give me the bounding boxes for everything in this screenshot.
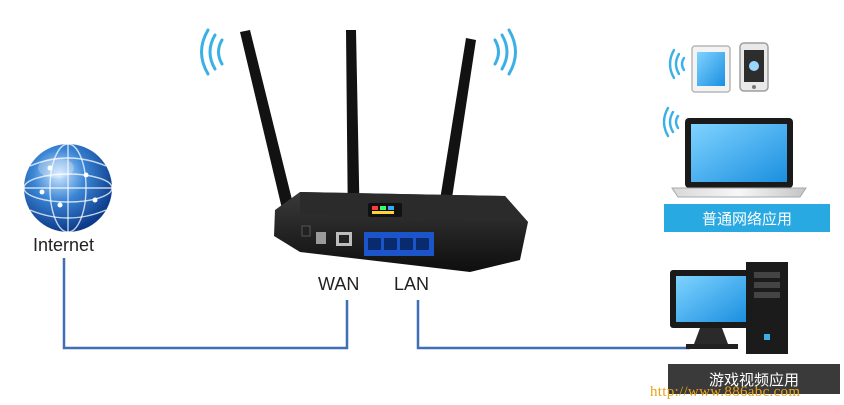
- wifi-signal-icon: [662, 106, 680, 138]
- wan-label: WAN: [318, 274, 360, 294]
- globe-icon: [23, 143, 113, 233]
- connector-lines: [62, 258, 690, 350]
- laptop-icon: [671, 118, 807, 198]
- gaming-apps-label: 游戏视频应用: [708, 371, 799, 389]
- wireless-apps-label: 普通网络应用: [701, 210, 792, 228]
- watermark-url: http://www.886abc.com: [650, 384, 801, 400]
- tablet-icon: [691, 45, 731, 93]
- wifi-signal-icon: [668, 48, 686, 80]
- internet-label: Internet: [33, 235, 95, 255]
- lan-label: LAN: [394, 274, 430, 294]
- phone-icon: [739, 42, 769, 92]
- gaming-apps-banner: [668, 364, 840, 394]
- wifi-signal-icon: [200, 28, 224, 76]
- lan-desktop-line: [416, 300, 690, 350]
- router-icon: [200, 28, 528, 272]
- internet-wan-line: [62, 258, 349, 350]
- desktop-computer-icon: [670, 262, 788, 354]
- wireless-apps-banner: [664, 204, 830, 232]
